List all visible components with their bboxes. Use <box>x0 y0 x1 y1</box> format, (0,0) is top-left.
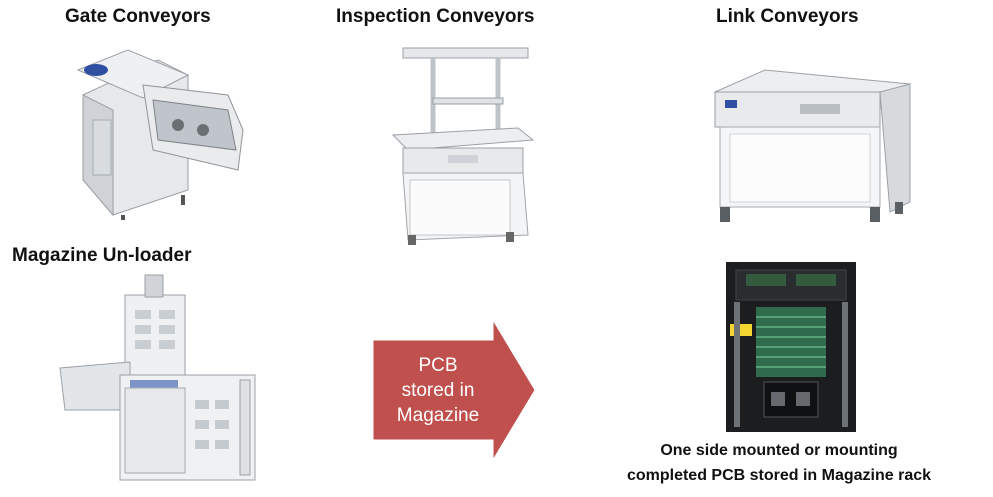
magazine-rack-image <box>726 262 856 432</box>
caption-line-2: completed PCB stored in Magazine rack <box>626 467 932 484</box>
inspection-conveyor-image <box>391 47 535 245</box>
arrow-line-3: Magazine <box>396 404 480 426</box>
caption-line-1: One side mounted or mounting <box>660 442 898 459</box>
link-conveyor-image <box>713 69 912 222</box>
link-conveyors-label: Link Conveyors <box>716 6 859 27</box>
gate-conveyors-label: Gate Conveyors <box>65 6 211 27</box>
arrow-text: PCB stored in Magazine <box>378 320 498 460</box>
gate-conveyor-image <box>76 49 244 220</box>
pcb-stored-arrow: PCB stored in Magazine <box>372 318 538 462</box>
magazine-unloader-image <box>59 274 256 481</box>
arrow-shape <box>372 318 536 462</box>
magazine-rack-caption: One side mounted or mounting completed P… <box>565 438 993 488</box>
magazine-unloader-label: Magazine Un-loader <box>12 245 192 266</box>
inspection-conveyors-label: Inspection Conveyors <box>336 6 535 27</box>
arrow-line-1: PCB <box>418 354 458 376</box>
arrow-line-2: stored in <box>401 379 475 401</box>
